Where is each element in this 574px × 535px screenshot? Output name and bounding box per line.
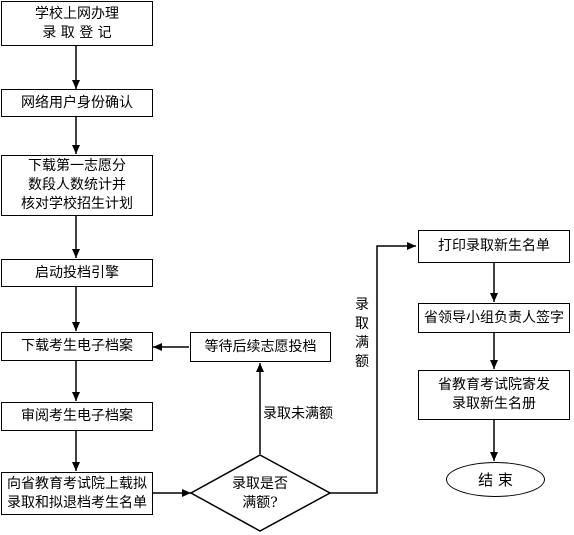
node-sign: 省领导小组负责人签字 [418,303,570,333]
node-upload-list: 向省教育考试院上载拟 录取和拟退档考生名单 [1,472,153,515]
label-full: 录 取 满 额 [355,297,369,370]
node-mail-list: 省教育考试院寄发 录取新生名册 [418,370,570,420]
node-identity: 网络用户身份确认 [1,89,153,117]
node-decision: 录取是否 满额? [232,476,288,511]
arrow-decision-to-print [330,242,416,494]
node-end: 结 束 [446,462,545,497]
node-start-engine: 启动投档引擎 [1,259,153,287]
node-wait: 等待后续志愿投档 [190,332,331,362]
node-download-stats: 下载第一志愿分 数段人数统计并 核对学校招生计划 [1,155,153,216]
node-register: 学校上网办理 录 取 登 记 [1,1,153,46]
node-review-files: 审阅考生电子档案 [1,402,153,431]
decision-diamond [189,454,332,532]
node-download-files: 下载考生电子档案 [1,332,153,361]
node-print-list: 打印录取新生名单 [418,230,570,263]
label-not-full: 录取未满额 [263,406,333,422]
